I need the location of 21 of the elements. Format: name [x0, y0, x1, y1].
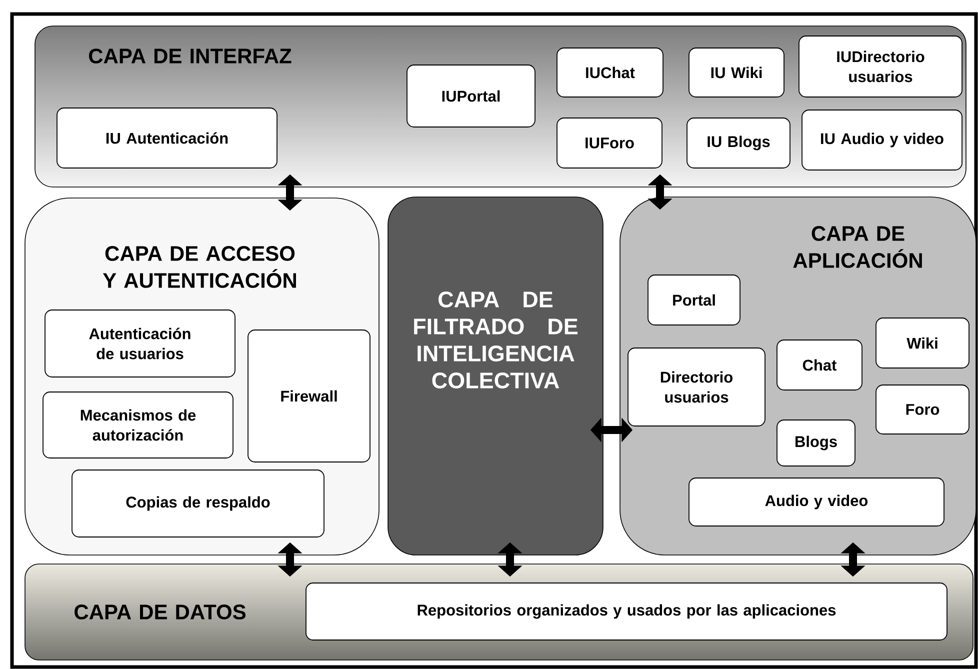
- component-box: IU Blogs: [686, 118, 790, 168]
- component-box: Directorio usuarios: [628, 348, 766, 426]
- component-box: IUPortal: [406, 64, 536, 128]
- component-box: Chat: [776, 340, 862, 390]
- component-box: IU Audio y video: [802, 110, 962, 170]
- component-box: Wiki: [876, 318, 970, 368]
- component-box: IUForo: [556, 118, 662, 168]
- component-box: Mecanismos de autorización: [42, 392, 234, 458]
- component-box: Blogs: [776, 420, 856, 466]
- component-box: Copias de respaldo: [72, 470, 324, 538]
- component-box: IU Autenticación: [56, 108, 278, 168]
- component-box: Firewall: [248, 330, 370, 462]
- component-box: Autenticación de usuarios: [44, 310, 236, 378]
- component-box: Foro: [876, 384, 970, 434]
- component-box: IUChat: [556, 48, 664, 98]
- layer-panel: CAPA DE FILTRADO DE INTELIGENCIA COLECTIVA: [388, 196, 604, 556]
- component-box: IUDirectorio usuarios: [798, 36, 962, 98]
- component-box: Repositorios organizados y usados por las aplicaciones: [306, 582, 948, 640]
- component-box: IU Wiki: [688, 48, 784, 98]
- component-box: Portal: [648, 274, 740, 326]
- component-box: Audio y video: [688, 478, 944, 526]
